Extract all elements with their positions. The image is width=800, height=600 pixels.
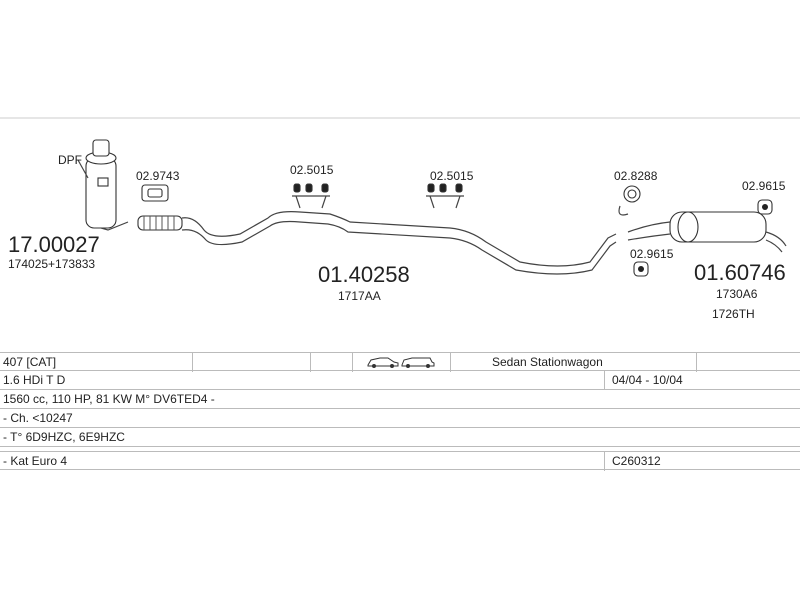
middle-pipe: [181, 211, 617, 267]
flex-pipe: [137, 215, 183, 231]
vehicle-info-table: 407 [CAT] Sedan Stationwagon 1.6 HDi T D…: [0, 352, 800, 471]
rear-silencer-sub2: 1726TH: [712, 307, 755, 321]
middle-pipe-number[interactable]: 01.40258: [318, 262, 410, 287]
dpf-unit: [85, 139, 129, 231]
rubber-hanger-icon: [292, 183, 330, 209]
dpf-label: DPF: [58, 153, 82, 167]
dpf-part-number[interactable]: 17.00027: [8, 232, 100, 257]
rear-hanger-icon: [757, 199, 773, 215]
info-row-model: 407 [CAT] Sedan Stationwagon: [0, 352, 800, 372]
clamp-part-number[interactable]: 02.9743: [136, 169, 180, 183]
info-row-spec: 1560 cc, 110 HP, 81 KW M° DV6TED4 -: [0, 390, 800, 409]
date-range: 04/04 - 10/04: [612, 373, 683, 387]
engine-name: 1.6 HDi T D: [3, 373, 66, 387]
car-body-icons: [367, 357, 435, 368]
info-row-chassis: - Ch. <10247: [0, 409, 800, 428]
emission-info: - Kat Euro 4: [3, 454, 68, 468]
rear-hanger-icon: [633, 261, 649, 277]
rear-silencer-number[interactable]: 01.60746: [694, 260, 786, 285]
engine-spec: 1560 cc, 110 HP, 81 KW M° DV6TED4 -: [3, 392, 215, 406]
chassis-info: - Ch. <10247: [3, 411, 73, 425]
rear-silencer: [627, 211, 787, 253]
ring-gasket-icon: [623, 185, 641, 203]
middle-pipe-sub: 1717AA: [338, 289, 381, 303]
rear-hanger-bottom-number[interactable]: 02.9615: [630, 247, 674, 261]
rubber-hanger-icon: [426, 183, 464, 209]
rear-hanger-top-number[interactable]: 02.9615: [742, 179, 786, 193]
type-info: - T° 6D9HZC, 6E9HZC: [3, 430, 125, 444]
dpf-leader-line: [77, 159, 89, 179]
info-row-emission: - Kat Euro 4 C260312: [0, 451, 800, 471]
ring-part-number[interactable]: 02.8288: [614, 169, 658, 183]
middle-pipe-inner: [181, 220, 617, 275]
info-row-type: - T° 6D9HZC, 6E9HZC: [0, 428, 800, 447]
catalog-code: C260312: [612, 454, 661, 468]
clamp-icon: [141, 184, 169, 202]
rear-silencer-sub1: 1730A6: [716, 287, 758, 301]
model-name: 407 [CAT]: [3, 355, 57, 369]
ring-clip: [618, 205, 629, 216]
hanger1-part-number[interactable]: 02.5015: [290, 163, 334, 177]
body-types: Sedan Stationwagon: [492, 355, 603, 369]
dpf-sub-number: 174025+173833: [8, 257, 95, 271]
info-row-engine: 1.6 HDi T D 04/04 - 10/04: [0, 371, 800, 390]
hanger2-part-number[interactable]: 02.5015: [430, 169, 474, 183]
